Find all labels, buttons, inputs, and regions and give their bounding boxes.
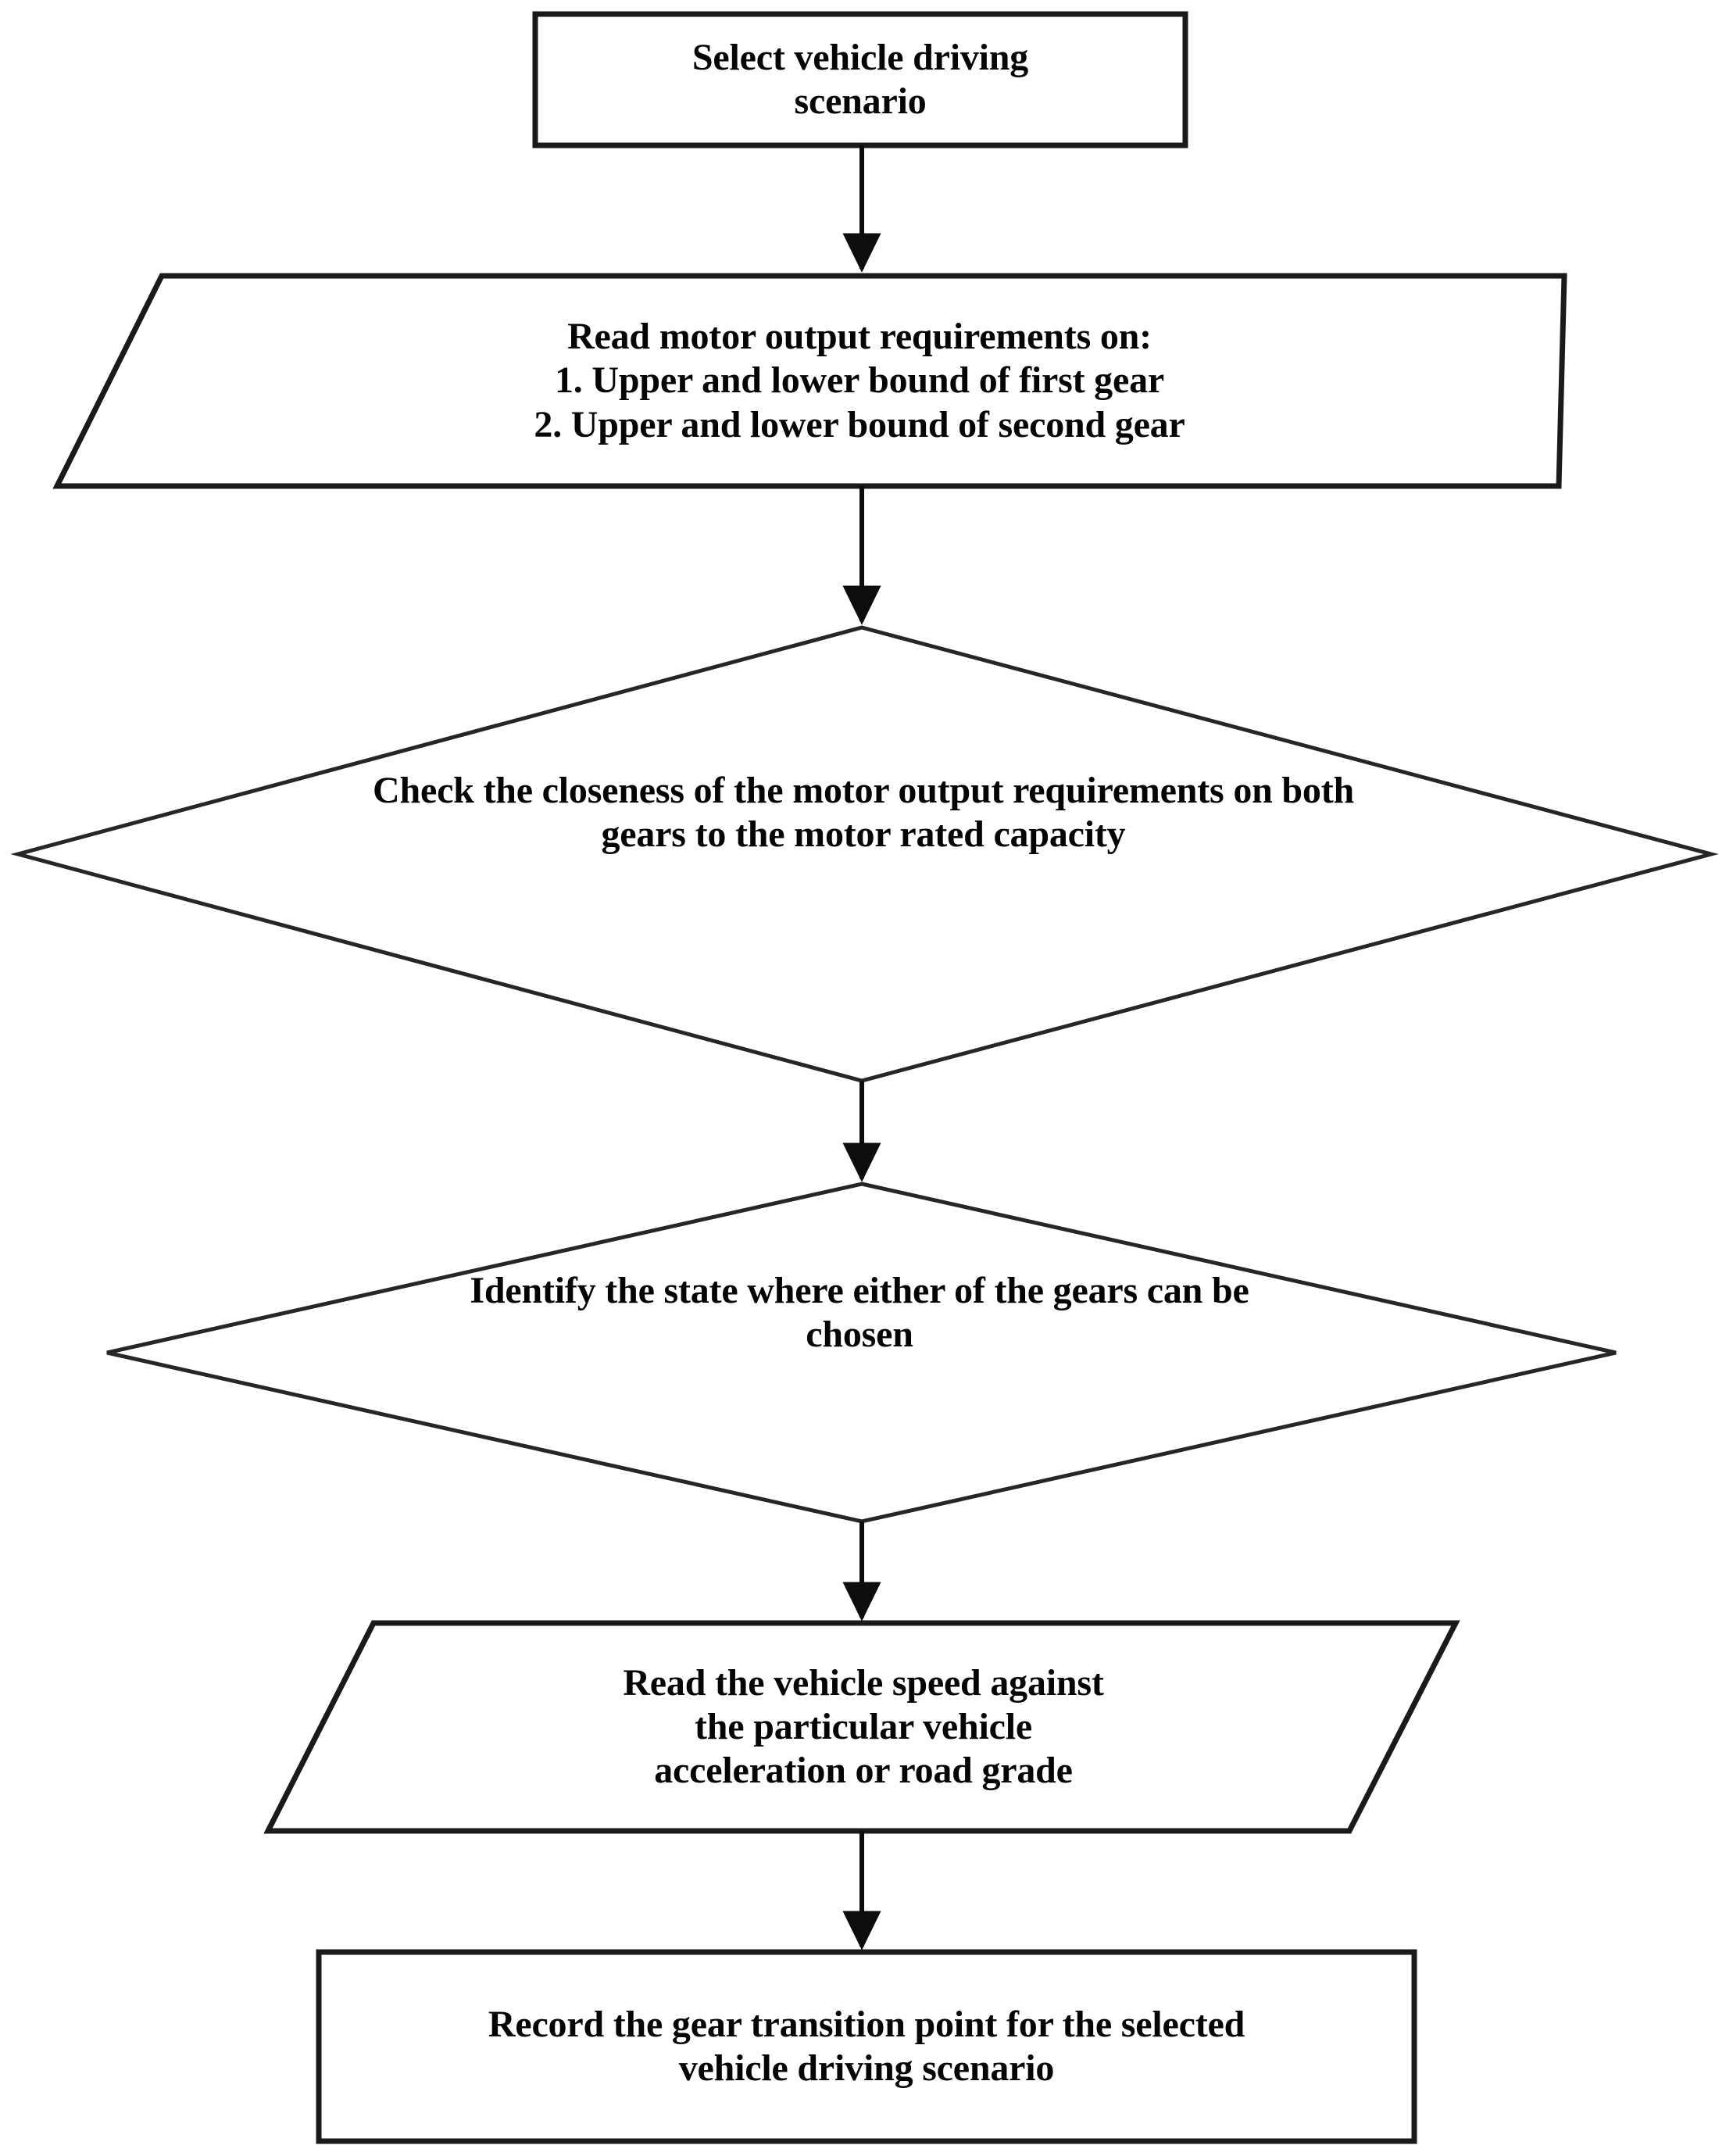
- node-decision1-shape[interactable]: [10, 625, 1719, 1083]
- node-end-shape[interactable]: [316, 1949, 1417, 2144]
- node-io2-shape[interactable]: [263, 1620, 1460, 1834]
- node-decision2-shape[interactable]: [106, 1182, 1617, 1524]
- node-io1-shape[interactable]: [52, 273, 1567, 489]
- node-start-shape[interactable]: [532, 11, 1188, 148]
